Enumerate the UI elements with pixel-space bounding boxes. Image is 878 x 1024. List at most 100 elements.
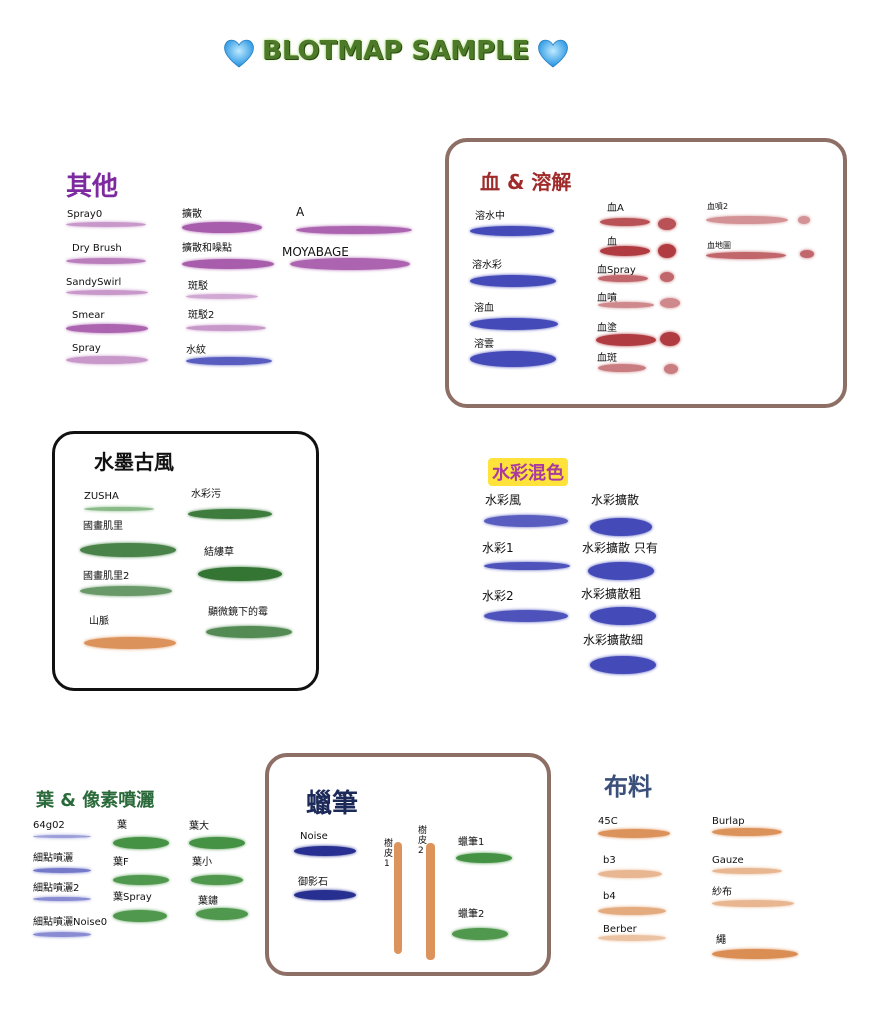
brush-stroke-sample xyxy=(66,222,146,227)
brush-label: A xyxy=(296,205,305,219)
ink-section-box xyxy=(52,431,319,691)
brush-label: 山脈 xyxy=(89,616,109,627)
brush-stroke-sample xyxy=(33,932,91,937)
brush-label: 血斑 xyxy=(597,353,617,364)
brush-stroke-sample xyxy=(598,302,654,308)
brush-stroke-sample xyxy=(452,928,508,940)
brush-stroke-sample xyxy=(188,509,272,519)
brush-label: 溶水彩 xyxy=(472,260,502,271)
brush-stroke-sample xyxy=(598,364,646,372)
brush-label: 葉F xyxy=(113,857,129,868)
brush-label: 蠟筆2 xyxy=(458,909,485,920)
brush-label: MOYABAGE xyxy=(282,245,349,259)
brush-label: 45C xyxy=(598,816,618,827)
brush-stroke-sample xyxy=(394,842,402,954)
brush-label: 斑駁 xyxy=(188,281,208,292)
brush-stroke-sample xyxy=(470,226,554,236)
brush-label: 結縷草 xyxy=(204,547,234,558)
brush-stroke-sample xyxy=(198,567,282,581)
brush-stroke-sample xyxy=(426,843,435,960)
brush-label: Smear xyxy=(72,310,105,321)
brush-stroke-sample xyxy=(660,332,680,346)
brush-stroke-sample xyxy=(664,364,678,374)
heart-icon-left xyxy=(224,39,254,68)
brush-label: 葉小 xyxy=(192,857,212,868)
brush-label: b4 xyxy=(603,891,616,902)
brush-stroke-sample xyxy=(186,294,258,299)
ink-section-title: 水墨古風 xyxy=(94,450,174,474)
brush-stroke-sample xyxy=(596,334,656,346)
brush-stroke-sample xyxy=(182,259,274,269)
brush-label: 斑駁2 xyxy=(188,310,215,321)
brush-stroke-sample xyxy=(706,252,786,259)
other-section-title: 其他 xyxy=(66,172,119,202)
brush-stroke-sample xyxy=(84,507,154,511)
brush-label: 擴散 xyxy=(182,209,202,220)
brush-stroke-sample xyxy=(189,837,245,849)
brush-label: 葉大 xyxy=(189,821,209,832)
brush-label: 溶雲 xyxy=(474,339,494,350)
brush-label: 國畫肌里2 xyxy=(83,571,130,582)
fabric-section-title: 布料 xyxy=(604,773,652,801)
brush-stroke-sample xyxy=(470,318,558,330)
brush-stroke-sample xyxy=(182,222,262,233)
brush-label: 血 xyxy=(607,237,617,248)
brush-stroke-sample xyxy=(590,518,652,536)
brush-stroke-sample xyxy=(598,870,662,878)
brush-label: 血噴2 xyxy=(707,202,729,211)
brush-label: 溶血 xyxy=(474,303,494,314)
brush-stroke-sample xyxy=(80,586,172,596)
brush-label: Burlap xyxy=(712,816,745,827)
crayon-section-box xyxy=(265,753,551,976)
brush-label: 細點噴灑 xyxy=(33,853,73,864)
brush-label: Noise xyxy=(300,831,328,842)
page-title: BLOTMAP SAMPLE xyxy=(262,36,530,66)
brush-label: Spray0 xyxy=(67,209,103,220)
brush-stroke-sample xyxy=(66,356,148,364)
brush-label: Spray xyxy=(72,343,101,354)
brush-stroke-sample xyxy=(712,828,782,836)
brush-label: 御影石 xyxy=(298,877,328,888)
brush-label: 水紋 xyxy=(186,345,206,356)
brush-stroke-sample xyxy=(590,656,656,674)
brush-stroke-sample xyxy=(600,218,650,226)
brush-label: 溶水中 xyxy=(475,211,505,222)
brush-stroke-sample xyxy=(191,875,243,885)
brush-label: 水彩風 xyxy=(485,493,522,507)
brush-stroke-sample xyxy=(484,562,570,570)
brush-stroke-sample xyxy=(470,351,556,367)
brush-label: 水彩擴散粗 xyxy=(581,587,642,601)
brush-stroke-sample xyxy=(598,829,670,838)
brush-stroke-sample xyxy=(113,910,167,922)
brush-label: ZUSHA xyxy=(84,491,119,502)
brush-label: 血地圖 xyxy=(707,241,731,250)
brush-stroke-sample xyxy=(598,935,666,941)
brush-label: 擴散和噪點 xyxy=(182,243,232,254)
brush-stroke-sample xyxy=(296,226,412,234)
brush-label: 水彩污 xyxy=(191,489,221,500)
crayon-section-title: 蠟筆 xyxy=(306,789,359,819)
brush-stroke-sample xyxy=(712,868,782,874)
blood-section-box xyxy=(445,138,847,408)
brush-label: 水彩擴散細 xyxy=(583,633,644,647)
brush-stroke-sample xyxy=(660,298,680,308)
brush-stroke-sample xyxy=(294,846,356,856)
brush-label: 葉 xyxy=(117,820,127,831)
brush-stroke-sample xyxy=(706,216,788,224)
brush-label: Berber xyxy=(603,924,637,935)
brush-stroke-sample xyxy=(712,949,798,959)
brush-label: 細點噴灑Noise0 xyxy=(33,917,108,928)
brush-stroke-sample xyxy=(470,275,556,287)
brush-stroke-sample xyxy=(66,324,148,333)
brush-stroke-sample xyxy=(33,868,91,873)
heart-icon-right xyxy=(538,39,568,68)
brush-label: 水彩擴散 只有 xyxy=(582,541,658,555)
brush-label: 血Spray xyxy=(597,265,636,276)
brush-label: 蠟筆1 xyxy=(458,837,485,848)
brush-label: 水彩1 xyxy=(482,541,514,555)
brush-stroke-sample xyxy=(800,250,814,258)
watercolor-section-title: 水彩混色 xyxy=(488,458,568,486)
brush-stroke-sample xyxy=(84,637,176,649)
brush-label: 繩 xyxy=(716,935,726,946)
brush-label: SandySwirl xyxy=(66,277,122,288)
